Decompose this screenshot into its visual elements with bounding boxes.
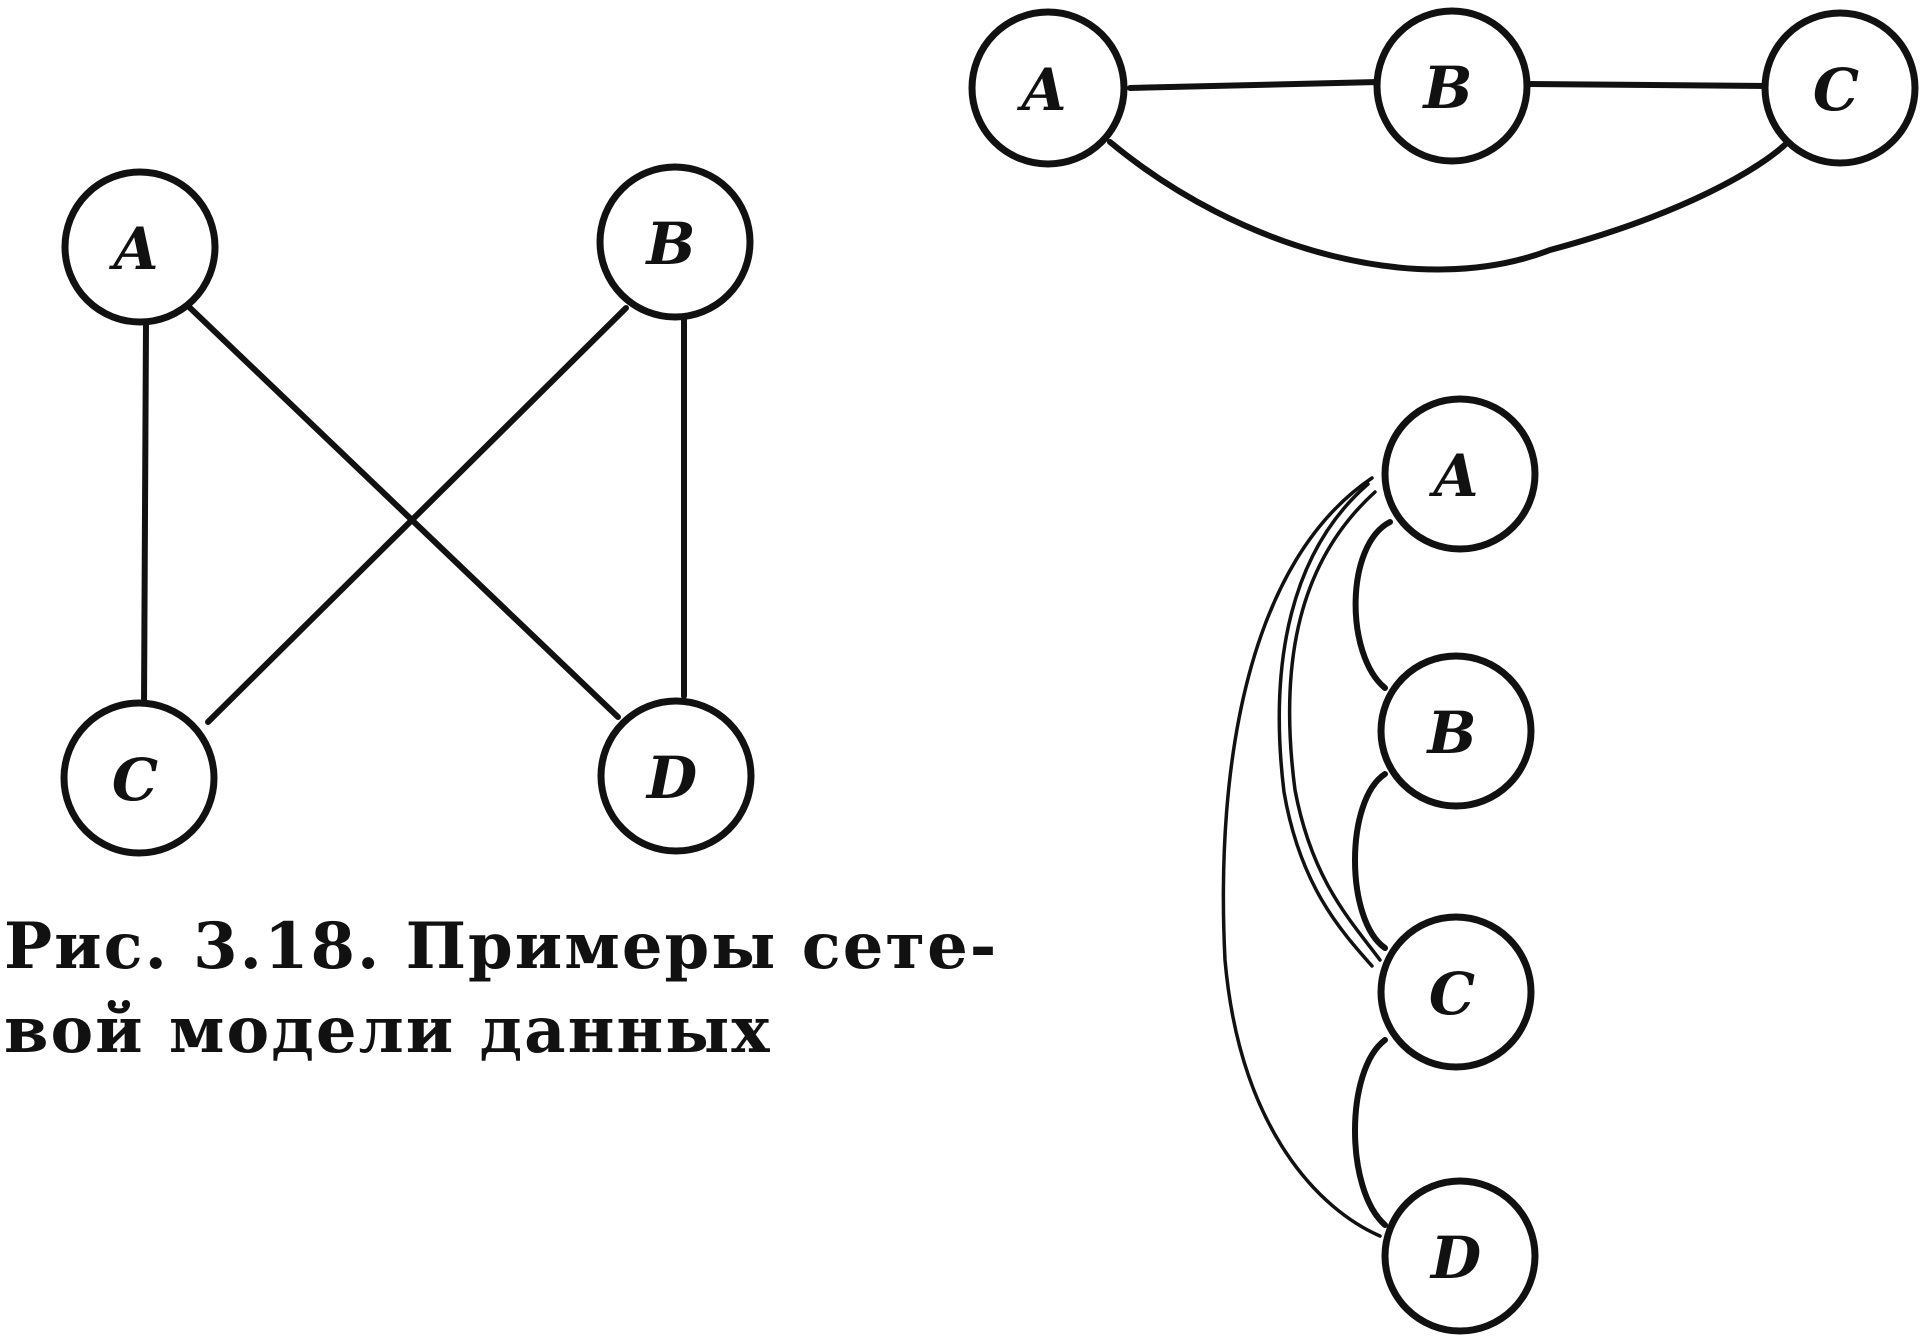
node-3-b-label: B [1425, 699, 1476, 767]
node-3-a: A [1381, 395, 1539, 553]
node-1-b: B [596, 163, 754, 321]
edge-2-b-c [1525, 81, 1771, 89]
node-3-b: B [1377, 652, 1535, 810]
edge-3-a-c-outer [1277, 482, 1374, 968]
node-2-c-label: C [1813, 56, 1859, 124]
edge-3-a-d [1221, 476, 1382, 1238]
node-1-d-label: D [645, 744, 697, 812]
edge-1-b-c [205, 305, 629, 725]
caption-line-2: вой модели данных [4, 993, 772, 1068]
node-2-a: A [968, 8, 1128, 168]
node-1-c-label: C [112, 746, 158, 814]
node-2-b-label: B [1421, 54, 1472, 122]
node-3-d: D [1381, 1177, 1539, 1335]
figure-caption: Рис. 3.18. Примеры сете- вой модели данн… [4, 905, 998, 1073]
edge-3-c-d [1352, 1037, 1388, 1228]
diagram-network-2: A B C [968, 7, 1919, 273]
edge-3-a-c-inner [1287, 490, 1382, 962]
node-3-c: C [1377, 913, 1535, 1071]
diagram-network-3: A B C D [1221, 395, 1539, 1335]
node-3-c-label: C [1429, 960, 1475, 1028]
edge-1-a-c [141, 319, 149, 709]
edge-2-a-c [1107, 137, 1793, 273]
diagram-network-1: A B C D [60, 163, 755, 857]
edge-3-a-b [1352, 519, 1393, 691]
edge-3-b-c [1352, 771, 1388, 951]
caption-line-1: Рис. 3.18. Примеры сете- [4, 909, 999, 984]
node-3-a-label: A [1428, 442, 1478, 510]
node-1-b-label: B [644, 210, 695, 278]
node-3-d-label: D [1429, 1224, 1481, 1292]
edge-2-a-b [1127, 79, 1381, 91]
node-1-a: A [61, 168, 219, 326]
node-2-b: B [1373, 7, 1531, 165]
node-1-c: C [60, 699, 218, 857]
node-2-a-label: A [1016, 56, 1066, 124]
edge-1-a-d [183, 301, 621, 720]
node-1-a-label: A [108, 215, 158, 283]
node-2-c: C [1761, 9, 1919, 167]
node-1-d: D [597, 697, 755, 855]
